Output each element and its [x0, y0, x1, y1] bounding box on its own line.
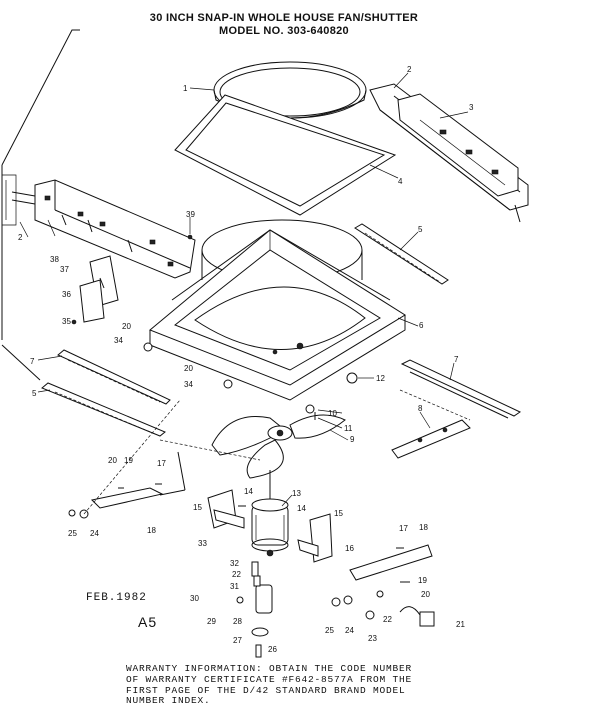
page-code: A5: [138, 614, 158, 630]
label-part-28: 28: [233, 617, 242, 626]
model-number: MODEL NO. 303-640820: [219, 25, 349, 37]
label-part-15: 15: [334, 509, 343, 518]
label-part-17: 17: [157, 459, 166, 468]
warranty-information: WARRANTY INFORMATION: OBTAIN THE CODE NU…: [126, 663, 466, 707]
label-part-13: 13: [292, 489, 301, 498]
fan-housing: [149, 219, 406, 401]
label-part-14: 14: [297, 504, 306, 513]
label-part-14: 14: [244, 487, 253, 496]
label-part-30: 30: [190, 594, 199, 603]
label-part-21: 21: [456, 620, 465, 629]
label-part-20: 20: [122, 322, 131, 331]
label-part-8: 8: [418, 404, 423, 413]
label-part-7: 7: [454, 355, 459, 364]
label-part-15: 15: [193, 503, 202, 512]
right-mounting-bracket: [369, 83, 529, 223]
label-part-20: 20: [108, 456, 117, 465]
warranty-line: WARRANTY INFORMATION: OBTAIN THE CODE NU…: [126, 663, 413, 674]
fan-blade: [211, 414, 346, 479]
label-part-22: 22: [383, 615, 392, 624]
leader-lines: [19, 72, 471, 515]
label-part-33: 33: [198, 539, 207, 548]
square-gasket: [174, 94, 397, 216]
label-part-1: 1: [183, 84, 188, 93]
label-part-31: 31: [230, 582, 239, 591]
label-part-9: 9: [350, 435, 355, 444]
label-part-19: 19: [124, 456, 133, 465]
warranty-line: NUMBER INDEX.: [126, 695, 211, 707]
label-part-38: 38: [50, 255, 59, 264]
label-part-17: 17: [399, 524, 408, 533]
label-part-10: 10: [328, 409, 337, 418]
motor: [251, 470, 289, 557]
clip-brackets: [71, 234, 193, 325]
label-part-27: 27: [233, 636, 242, 645]
label-part-18: 18: [419, 523, 428, 532]
lower-linkage-arms: [90, 451, 433, 581]
label-part-2: 2: [407, 65, 412, 74]
label-part-19: 19: [418, 576, 427, 585]
label-part-35: 35: [62, 317, 71, 326]
label-part-2: 2: [18, 233, 23, 242]
label-part-34: 34: [184, 380, 193, 389]
label-part-22: 22: [232, 570, 241, 579]
label-part-5: 5: [32, 389, 37, 398]
label-part-32: 32: [230, 559, 239, 568]
label-part-34: 34: [114, 336, 123, 345]
label-part-6: 6: [419, 321, 424, 330]
label-part-3: 3: [469, 103, 474, 112]
small-hardware: [68, 342, 435, 658]
label-part-39: 39: [186, 210, 195, 219]
diagram-title: 30 INCH SNAP-IN WHOLE HOUSE FAN/SHUTTER: [149, 12, 419, 24]
warranty-line: FIRST PAGE OF THE D/42 STANDARD BRAND MO…: [126, 684, 406, 696]
label-part-11: 11: [344, 424, 353, 433]
shutter-rails: [41, 223, 522, 437]
label-part-36: 36: [62, 290, 71, 299]
revision-date: FEB.1982: [86, 592, 147, 604]
label-part-12: 12: [376, 374, 385, 383]
label-part-20: 20: [184, 364, 193, 373]
label-part-23: 23: [368, 634, 377, 643]
label-part-20: 20: [421, 590, 430, 599]
label-part-7: 7: [30, 357, 35, 366]
label-part-26: 26: [268, 645, 277, 654]
label-part-4: 4: [398, 177, 403, 186]
label-part-24: 24: [345, 626, 354, 635]
label-part-5: 5: [418, 225, 423, 234]
warranty-line: OF WARRANTY CERTIFICATE #F642-8577A FROM…: [126, 673, 413, 685]
label-part-29: 29: [207, 617, 216, 626]
label-part-16: 16: [345, 544, 354, 553]
part-number-labels: 1 2 2 3 4 5 5 6 7 7 8 9 10 11 12 13 14 1…: [18, 65, 474, 654]
label-part-25: 25: [68, 529, 77, 538]
attic-wall-outline: [1, 29, 80, 381]
left-mounting-bracket: [11, 179, 196, 279]
motor-mount-brackets: [207, 489, 333, 563]
label-part-25: 25: [325, 626, 334, 635]
linkage-bar: [391, 419, 471, 459]
label-part-18: 18: [147, 526, 156, 535]
label-part-37: 37: [60, 265, 69, 274]
label-part-24: 24: [90, 529, 99, 538]
